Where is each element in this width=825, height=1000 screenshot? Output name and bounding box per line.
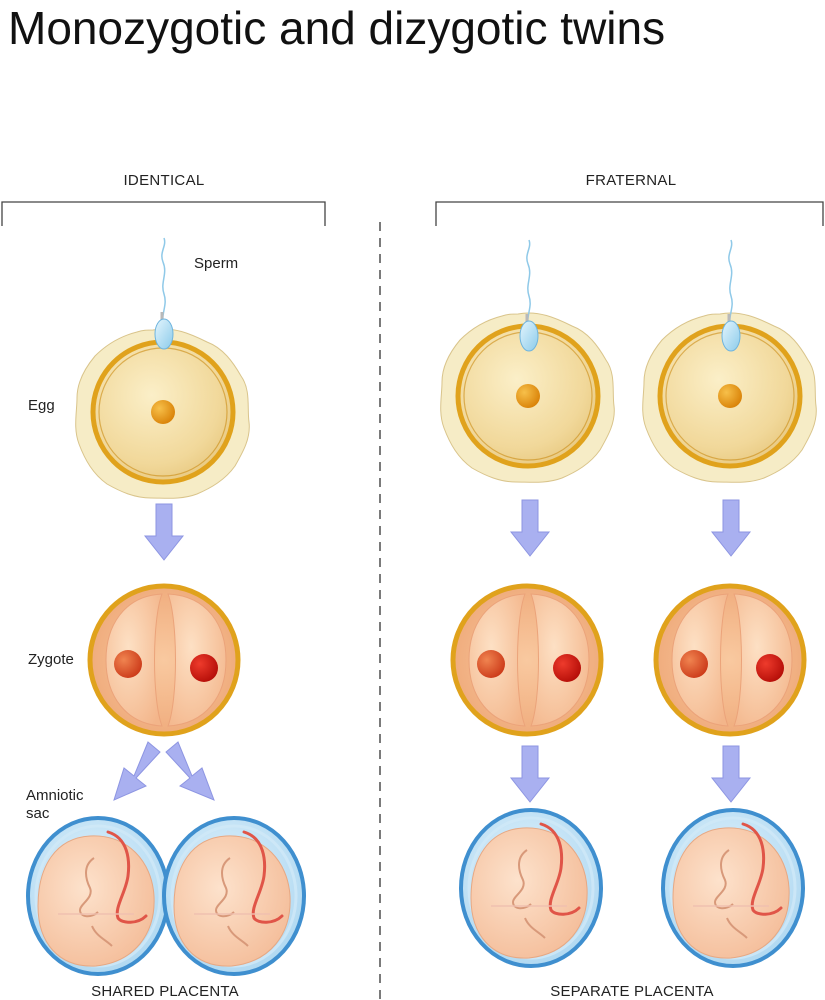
- zygote-fraternal-1: [453, 586, 601, 734]
- sperm-fraternal-1: [518, 238, 540, 353]
- sperm-identical: [153, 236, 175, 351]
- arrow-egg-to-zygote-identical: [144, 503, 184, 561]
- diagram-title: Monozygotic and dizygotic twins: [8, 2, 665, 54]
- arrow-split-right: [165, 741, 215, 801]
- amniotic-sac-identical-2: [162, 816, 306, 976]
- label-egg: Egg: [28, 397, 55, 414]
- label-sperm: Sperm: [194, 255, 238, 272]
- sperm-fraternal-2: [720, 238, 742, 353]
- footer-shared-placenta: SHARED PLACENTA: [91, 983, 239, 1000]
- footer-separate-placenta: SEPARATE PLACENTA: [550, 983, 713, 1000]
- egg-identical: [76, 329, 250, 498]
- bracket-fraternal: [435, 201, 824, 226]
- heading-identical: IDENTICAL: [123, 172, 204, 189]
- arrow-zygote-to-sac-fraternal-1: [510, 745, 550, 803]
- arrow-egg-to-zygote-fraternal-2: [711, 499, 751, 557]
- amniotic-sac-fraternal-1: [459, 808, 603, 968]
- label-zygote: Zygote: [28, 651, 74, 668]
- zygote-fraternal-2: [656, 586, 804, 734]
- amniotic-sac-identical-1: [26, 816, 170, 976]
- zygote-identical: [90, 586, 238, 734]
- label-sac: sac: [26, 805, 50, 822]
- arrow-egg-to-zygote-fraternal-1: [510, 499, 550, 557]
- label-amniotic: Amniotic: [26, 787, 84, 804]
- arrow-zygote-to-sac-fraternal-2: [711, 745, 751, 803]
- bracket-identical: [1, 201, 326, 226]
- amniotic-sac-fraternal-2: [661, 808, 805, 968]
- heading-fraternal: FRATERNAL: [586, 172, 677, 189]
- arrow-split-left: [113, 741, 161, 801]
